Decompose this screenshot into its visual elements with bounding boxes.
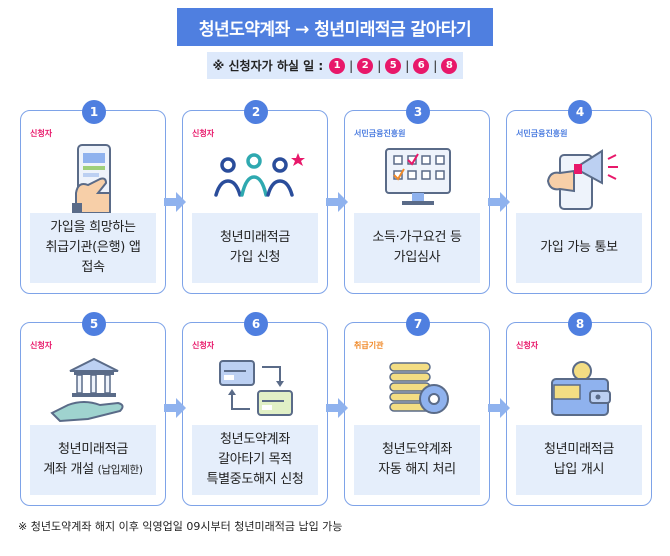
step-number: 1 <box>82 100 106 124</box>
step-card-8: 8 신청자 청년미래적금 납입 개시 <box>506 312 652 506</box>
step-number: 6 <box>244 312 268 336</box>
step-role: 신청자 <box>192 129 215 138</box>
phone-hand-icon <box>72 144 111 213</box>
step-description: 청년도약계좌 갈아타기 목적 특별중도해지 신청 <box>192 425 318 495</box>
wallet-coin-icon <box>551 361 611 416</box>
step-line: 납입 개시 <box>553 462 605 477</box>
step-line: 가입 신청 <box>229 250 281 265</box>
separator: | <box>433 58 438 73</box>
arrow-right-icon <box>164 192 186 212</box>
step-number: 4 <box>568 100 592 124</box>
step-line: 취급기관(은행) 앱 <box>45 240 141 255</box>
step-line: 소득·가구요건 등 <box>372 230 462 245</box>
step-role: 서민금융진흥원 <box>516 129 568 138</box>
step-line: 청년도약계좌 <box>220 432 290 447</box>
step-number: 7 <box>406 312 430 336</box>
card-transfer-icon <box>219 360 293 416</box>
step-description: 청년미래적금 가입 신청 <box>192 213 318 283</box>
coins-gear-icon <box>389 362 449 414</box>
applicant-tasks-banner: ※ 신청자가 하실 일 : 1 | 2 | 5 | 6 | 8 <box>207 52 463 79</box>
task-step-badge: 2 <box>357 57 374 74</box>
step-card-3: 3 서민금융진흥원 소득·가구요건 등 가입심사 <box>344 100 490 294</box>
step-role: 신청자 <box>516 341 539 350</box>
arrow-right-icon <box>488 398 510 418</box>
step-card-1: 1 신청자 가입을 희망하는 취급기관(은행) 앱 접속 <box>20 100 166 294</box>
footnote: ※ 청년도약계좌 해지 이후 익영업일 09시부터 청년미래적금 납입 가능 <box>18 520 343 533</box>
step-line: 가입심사 <box>393 250 441 265</box>
step-line: 접속 <box>81 260 105 275</box>
task-step-badge: 6 <box>413 57 430 74</box>
bank-hand-icon <box>50 357 124 423</box>
step-number: 8 <box>568 312 592 336</box>
page-title: 청년도약계좌 → 청년미래적금 갈아타기 <box>177 8 493 46</box>
separator: | <box>377 58 382 73</box>
separator: | <box>349 58 354 73</box>
separator: | <box>405 58 410 73</box>
step-role: 서민금융진흥원 <box>354 129 406 138</box>
step-card-6: 6 신청자 청년도약계좌 갈아타기 목적 특별중도해지 신청 <box>182 312 328 506</box>
step-line: 갈아타기 목적 <box>218 452 292 467</box>
step-description: 청년미래적금 계좌 개설 (납입제한) <box>30 425 156 495</box>
step-line: 청년미래적금 <box>220 230 290 245</box>
step-number: 2 <box>244 100 268 124</box>
step-line: 청년미래적금 <box>58 442 128 457</box>
arrow-right-icon <box>488 192 510 212</box>
step-description: 청년미래적금 납입 개시 <box>516 425 642 495</box>
step-card-2: 2 신청자 청년미래적금 가입 신청 <box>182 100 328 294</box>
task-step-badge: 1 <box>329 57 346 74</box>
step-role: 신청자 <box>192 341 215 350</box>
arrow-right-icon <box>164 398 186 418</box>
task-step-badge: 5 <box>385 57 402 74</box>
monitor-checklist-icon <box>385 148 451 205</box>
arrow-right-icon <box>326 398 348 418</box>
step-line: 계좌 개설 <box>43 462 94 477</box>
step-description: 소득·가구요건 등 가입심사 <box>354 213 480 283</box>
step-line: 특별중도해지 신청 <box>206 472 304 487</box>
arrow-right-icon <box>326 192 348 212</box>
megaphone-phone-icon <box>546 149 618 210</box>
step-line: 가입을 희망하는 <box>50 220 136 235</box>
step-role: 신청자 <box>30 341 53 350</box>
step-description: 가입 가능 통보 <box>516 213 642 283</box>
step-description: 가입을 희망하는 취급기관(은행) 앱 접속 <box>30 213 156 283</box>
step-card-7: 7 취급기관 청년도약계좌 자동 해지 처리 <box>344 312 490 506</box>
step-card-5: 5 신청자 청년미래적금 계좌 개설 (납입제한) <box>20 312 166 506</box>
step-note: (납입제한) <box>97 464 143 476</box>
task-step-badge: 8 <box>441 57 458 74</box>
step-role: 신청자 <box>30 129 53 138</box>
people-icon <box>214 153 305 197</box>
applicant-tasks-label: ※ 신청자가 하실 일 : <box>212 59 324 73</box>
step-line: 자동 해지 처리 <box>378 462 456 477</box>
step-line: 가입 가능 통보 <box>540 240 618 255</box>
step-line: 청년미래적금 <box>544 442 614 457</box>
step-line: 청년도약계좌 <box>382 442 452 457</box>
step-number: 5 <box>82 312 106 336</box>
step-role: 취급기관 <box>354 341 384 350</box>
step-card-4: 4 서민금융진흥원 가입 가능 통보 <box>506 100 652 294</box>
step-description: 청년도약계좌 자동 해지 처리 <box>354 425 480 495</box>
step-number: 3 <box>406 100 430 124</box>
